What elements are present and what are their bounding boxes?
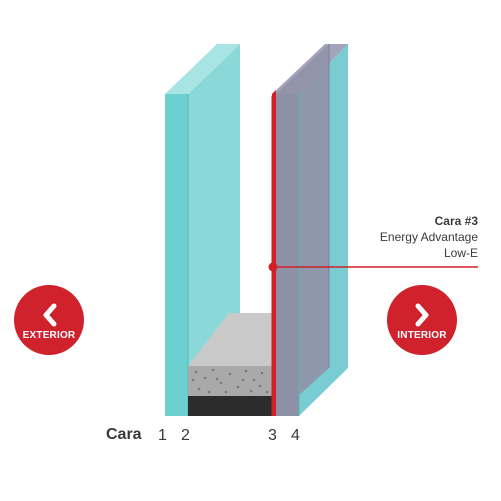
low-e-coating: [271, 90, 276, 416]
callout-title: Cara #3: [434, 214, 478, 228]
face-number-3: 3: [268, 427, 277, 444]
chevron-left-icon: [43, 303, 57, 327]
interior-glass-pane: [272, 44, 348, 416]
face-number-4: 4: [291, 427, 300, 444]
interior-button[interactable]: INTERIOR: [387, 285, 457, 355]
exterior-glass-pane: [165, 44, 240, 416]
face-number-1: 1: [158, 427, 167, 444]
interior-label: INTERIOR: [397, 330, 447, 341]
spacer-bar: [188, 313, 272, 416]
exterior-button[interactable]: EXTERIOR: [14, 285, 84, 355]
callout-line-3: Low-E: [443, 246, 478, 260]
callout-line-2: Energy Advantage: [379, 230, 478, 244]
cara-label: Cara: [106, 426, 142, 443]
callout-label: Cara #3 Energy Advantage Low-E: [350, 213, 478, 261]
exterior-label: EXTERIOR: [22, 330, 76, 341]
chevron-right-icon: [415, 303, 429, 327]
face-number-2: 2: [181, 427, 190, 444]
callout-pointer: [268, 262, 478, 272]
